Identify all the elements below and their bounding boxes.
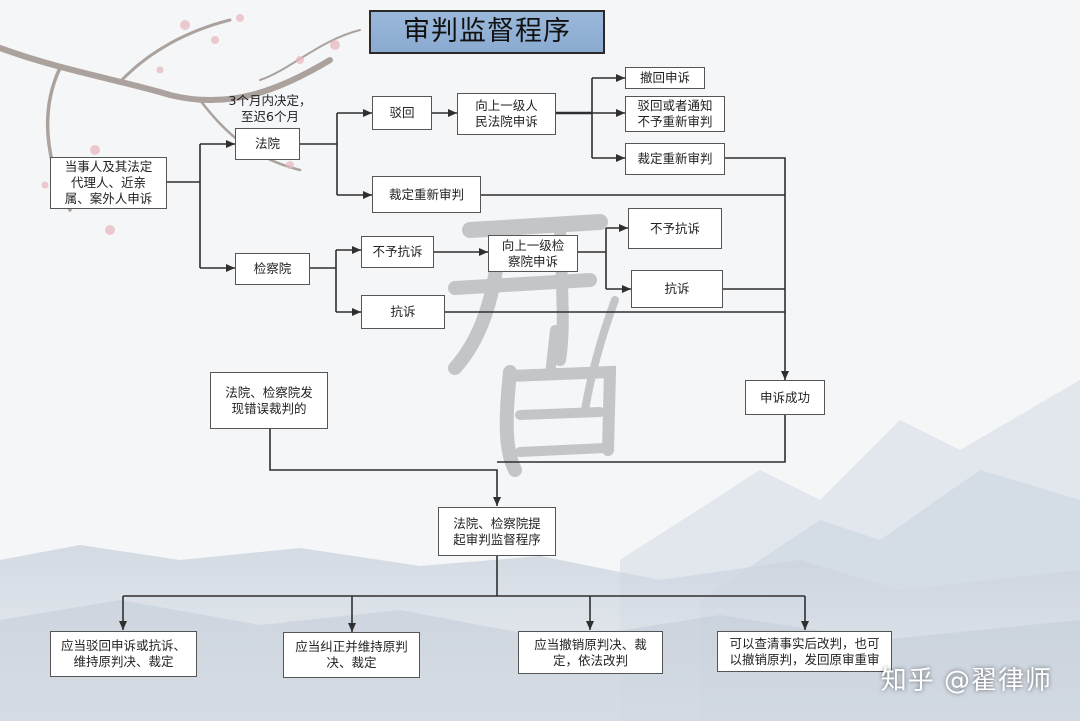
plum-blossoms xyxy=(41,14,340,235)
node-no-protest-2: 不予抗诉 xyxy=(628,208,722,249)
node-error-found: 法院、检察院发 现错误裁判的 xyxy=(210,372,328,429)
node-initiate: 法院、检察院提 起审判监督程序 xyxy=(438,507,556,556)
node-outcome-revoke: 应当撤销原判决、裁 定，依法改判 xyxy=(518,631,663,674)
node-outcome-correct: 应当纠正并维持原判 决、裁定 xyxy=(283,632,420,678)
page-title: 审判监督程序 xyxy=(369,10,605,54)
node-court-retrial: 裁定重新审判 xyxy=(372,176,481,213)
node-outcome-uphold: 应当驳回申诉或抗诉、 维持原判决、裁定 xyxy=(50,631,197,677)
node-appeal-upper-procuratorate: 向上一级检 察院申诉 xyxy=(488,235,578,272)
node-outcome-remand: 可以查清事实后改判，也可 以撤销原判，发回原审重审 xyxy=(717,631,892,672)
author-watermark: 知乎 @翟律师 xyxy=(880,666,1052,696)
node-protest: 抗诉 xyxy=(361,295,445,329)
node-ruling-retrial: 裁定重新审判 xyxy=(625,143,725,175)
node-withdraw-appeal: 撤回申诉 xyxy=(625,67,705,89)
node-reject: 驳回 xyxy=(372,96,432,130)
node-court: 法院 xyxy=(235,128,300,160)
node-reject-or-notify: 驳回或者通知 不予重新审判 xyxy=(625,96,725,132)
node-appeal-success: 申诉成功 xyxy=(745,380,825,415)
node-appellant: 当事人及其法定 代理人、近亲 属、案外人申诉 xyxy=(50,157,167,209)
node-procuratorate: 检察院 xyxy=(235,253,310,285)
node-protest-2: 抗诉 xyxy=(631,270,723,308)
time-limit-note: 3个月内决定， 至迟6个月 xyxy=(228,93,312,124)
node-appeal-upper-court: 向上一级人 民法院申诉 xyxy=(457,93,556,135)
node-no-protest: 不予抗诉 xyxy=(361,236,434,268)
